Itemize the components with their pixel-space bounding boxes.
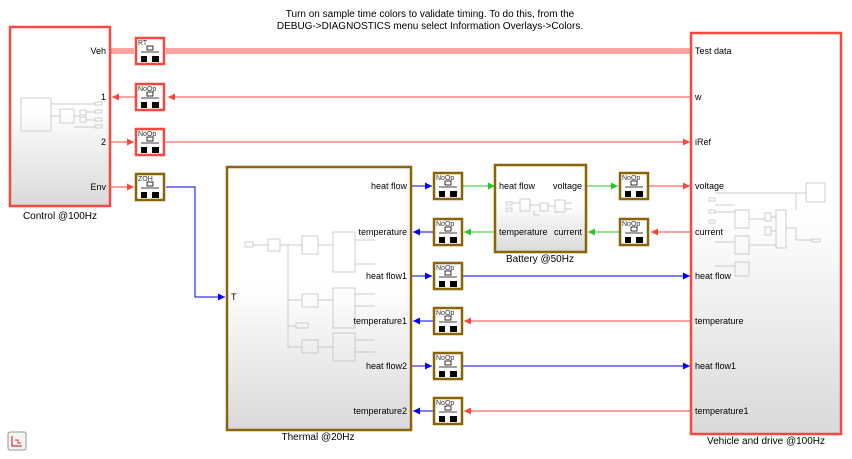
rate-transition-label: NoOp [138, 86, 156, 93]
control-preview [20, 97, 103, 132]
vehicle-port-iref: iRef [695, 137, 712, 147]
battery-port-voltage: voltage [553, 181, 582, 191]
vehicle-port-heat-flow: heat flow [695, 271, 732, 281]
thermal-label: Thermal @20Hz [282, 432, 355, 443]
thermal-port-heat-flow1: heat flow1 [366, 271, 407, 281]
signal-lines [110, 48, 690, 415]
rate-transition-label: ZOH [138, 176, 153, 183]
thermal-port-heat-flow: heat flow [371, 181, 408, 191]
vehicle-preview [708, 182, 826, 277]
control-port-env: Env [90, 182, 106, 192]
rate-transition-block[interactable]: NoOp [134, 82, 166, 112]
vehicle-label: Vehicle and drive @100Hz [707, 436, 825, 447]
rate-transition-block[interactable]: NoOp [432, 306, 464, 336]
rate-transition-block[interactable]: NoOp [432, 217, 464, 247]
signal-t[interactable] [166, 186, 225, 301]
thermal-port-temperature2: temperature2 [353, 406, 407, 416]
battery-subsystem[interactable]: heat flow temperature voltage current Ba… [493, 163, 588, 265]
annotation-line2: DEBUG->DIAGNOSTICS menu select Informati… [277, 21, 583, 32]
control-port-2: 2 [101, 137, 106, 147]
rate-transition-label: NoOp [436, 400, 454, 407]
control-subsystem[interactable]: Veh 1 2 Env Control @100Hz [8, 25, 112, 222]
rate-transition-label: RT [138, 40, 148, 47]
thermal-port-t: T [231, 292, 237, 302]
signal-veh[interactable] [110, 48, 134, 54]
rate-transition-block[interactable]: NoOp [432, 396, 464, 426]
battery-preview [505, 198, 572, 216]
signal-test-data[interactable] [166, 48, 690, 54]
control-label: Control @100Hz [23, 211, 97, 222]
vehicle-subsystem[interactable]: Test data w iRef voltage current heat fl… [689, 31, 843, 447]
rate-transition-block[interactable]: NoOp [134, 127, 166, 157]
control-port-1: 1 [101, 92, 106, 102]
rate-transition-label: NoOp [436, 355, 454, 362]
thermal-port-heat-flow2: heat flow2 [366, 361, 407, 371]
sample-time-legend-icon[interactable] [7, 431, 27, 451]
rate-transition-label: NoOp [622, 175, 640, 182]
thermal-port-temperature: temperature [358, 227, 407, 237]
thermal-port-temperature1: temperature1 [353, 316, 407, 326]
vehicle-port-heat-flow1: heat flow1 [695, 361, 736, 371]
vehicle-port-temperature: temperature [695, 316, 744, 326]
battery-label: Battery @50Hz [506, 254, 574, 265]
rate-transition-block[interactable]: NoOp [432, 261, 464, 291]
rate-transition-label: NoOp [436, 221, 454, 228]
battery-port-heat-flow: heat flow [499, 181, 536, 191]
rate-transition-label: NoOp [436, 175, 454, 182]
vehicle-port-current: current [695, 227, 724, 237]
rate-transition-block[interactable]: ZOH [134, 172, 166, 202]
vehicle-port-w: w [694, 92, 702, 102]
rate-transition-label: NoOp [436, 265, 454, 272]
control-port-veh: Veh [90, 46, 106, 56]
rate-transition-blocks: RT NoOp NoOp ZOH NoOp NoOp NoOp NoOp NoO… [134, 36, 650, 426]
rate-transition-block[interactable]: NoOp [618, 171, 650, 201]
rate-transition-label: NoOp [436, 310, 454, 317]
rate-transition-block[interactable]: RT [134, 36, 166, 66]
rate-transition-block[interactable]: NoOp [618, 217, 650, 247]
battery-port-temperature: temperature [499, 227, 548, 237]
vehicle-port-temperature1: temperature1 [695, 406, 749, 416]
thermal-preview [244, 231, 375, 362]
battery-port-current: current [554, 227, 583, 237]
rate-transition-block[interactable]: NoOp [432, 171, 464, 201]
annotation-line1: Turn on sample time colors to validate t… [286, 9, 575, 20]
rate-transition-label: NoOp [138, 131, 156, 138]
thermal-subsystem[interactable]: T heat flow temperature heat flow1 tempe… [225, 165, 413, 443]
rate-transition-label: NoOp [622, 221, 640, 228]
rate-transition-block[interactable]: NoOp [432, 351, 464, 381]
vehicle-port-test-data: Test data [695, 46, 732, 56]
vehicle-port-voltage: voltage [695, 181, 724, 191]
